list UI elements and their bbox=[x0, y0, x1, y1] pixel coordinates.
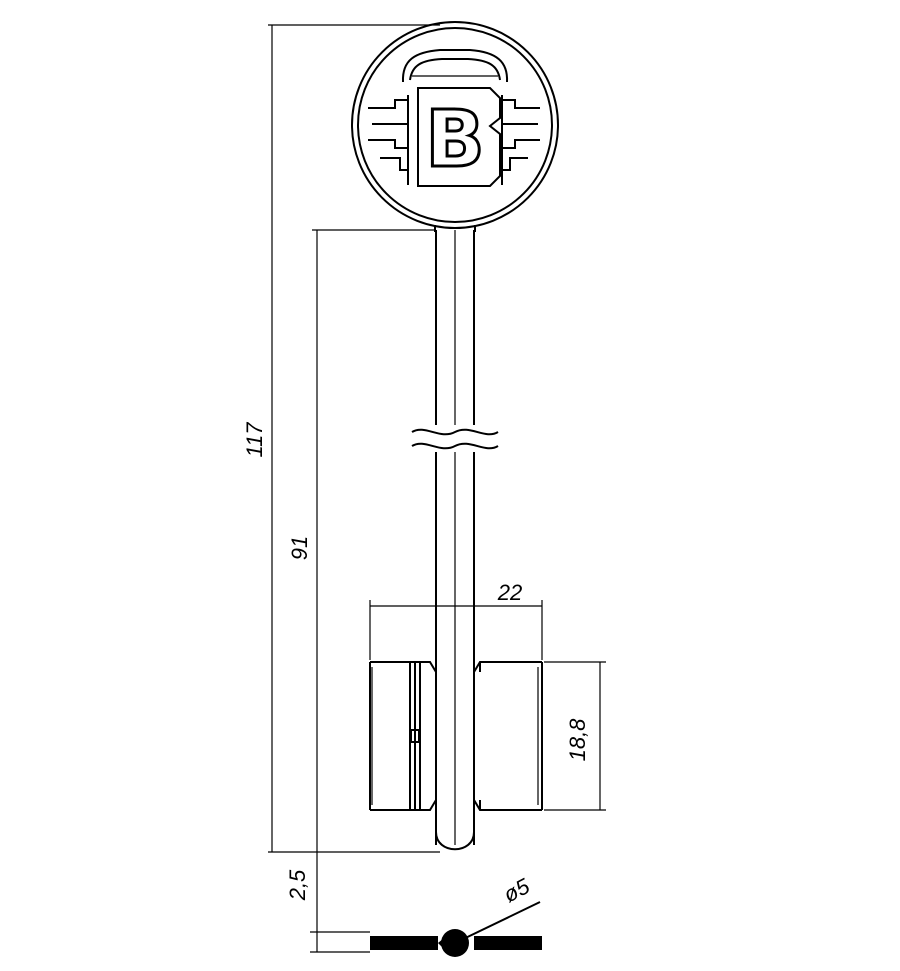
dimension-bit-width: 22 bbox=[369, 580, 543, 660]
key-bit bbox=[369, 661, 543, 811]
dimension-tip-offset: 2,5 bbox=[285, 852, 370, 953]
dimension-label-22: 22 bbox=[497, 580, 522, 605]
key-cross-section: ø5 bbox=[370, 873, 542, 957]
key-shank bbox=[411, 230, 499, 851]
dimension-total-length: 117 bbox=[242, 24, 440, 853]
dimension-label-2-5: 2,5 bbox=[285, 869, 310, 901]
dimension-label-diameter: ø5 bbox=[499, 873, 534, 907]
dimension-shank-length: 91 bbox=[287, 229, 436, 852]
dimension-label-117: 117 bbox=[242, 422, 267, 458]
dimension-bit-height: 18,8 bbox=[544, 661, 606, 811]
dimension-label-18-8: 18,8 bbox=[565, 718, 590, 762]
dimension-label-91: 91 bbox=[287, 536, 312, 560]
key-head: B bbox=[351, 21, 559, 232]
head-logo-letter: B bbox=[425, 95, 484, 185]
